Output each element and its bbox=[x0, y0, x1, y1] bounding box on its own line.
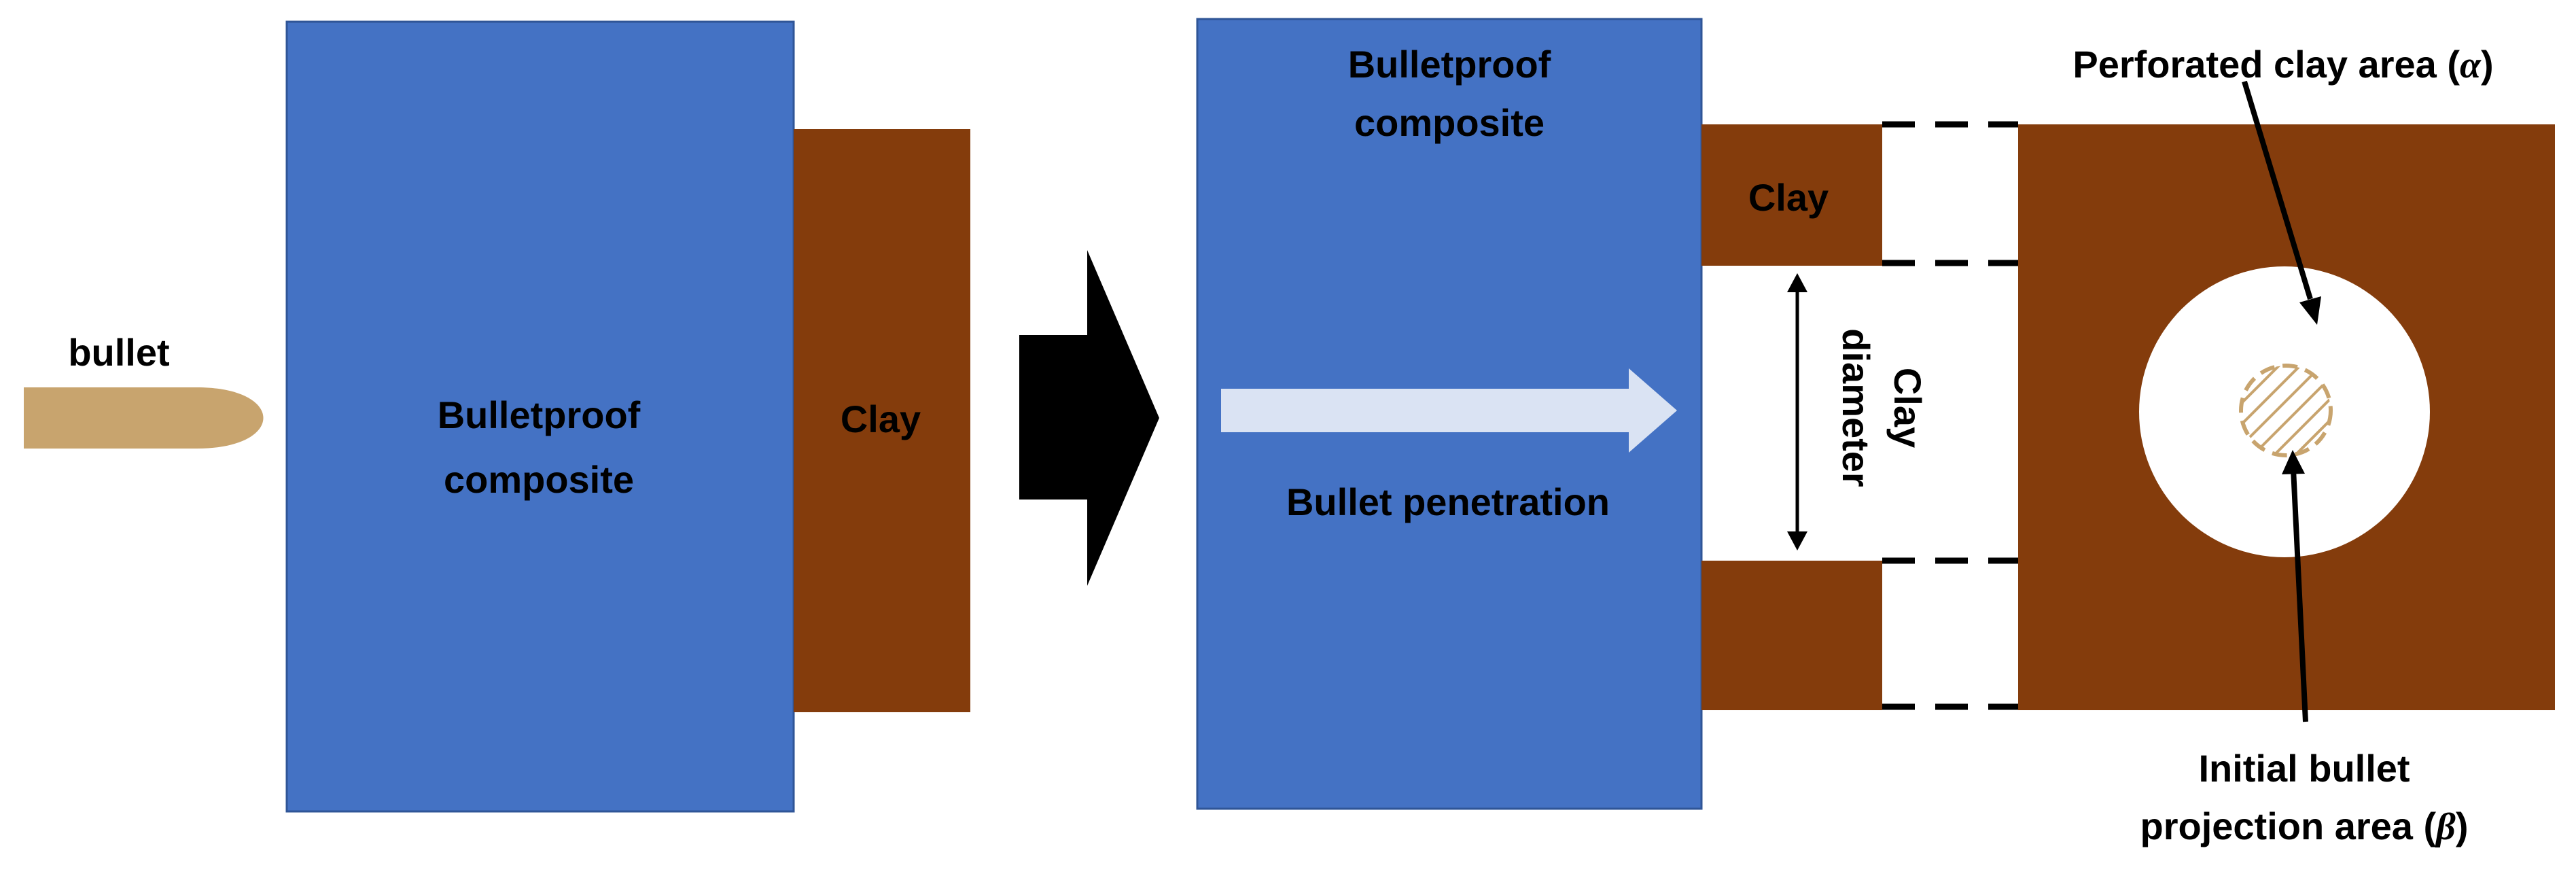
clay-diameter-arrow bbox=[1787, 273, 1807, 550]
composite-left-label-line2: composite bbox=[444, 458, 634, 501]
beta-symbol: β bbox=[2435, 806, 2456, 848]
composite-right-label-line1: Bulletproof bbox=[1348, 43, 1551, 86]
composite-left-label-line1: Bulletproof bbox=[438, 393, 641, 436]
composite-right-label-line2: composite bbox=[1354, 101, 1545, 144]
beta-pointer-arrow bbox=[2282, 450, 2308, 722]
alpha-pointer-arrow bbox=[2242, 80, 2321, 325]
bullet-projection-area bbox=[2239, 364, 2333, 457]
clay-block-right-bottom bbox=[1701, 561, 1882, 710]
projection-area-label-line2: projection area (β) bbox=[2140, 805, 2468, 848]
clay-block-left bbox=[794, 129, 970, 712]
alpha-symbol: α bbox=[2460, 44, 2482, 86]
bullet-label: bullet bbox=[68, 331, 169, 374]
initial-bullet-label-line1: Initial bullet bbox=[2198, 747, 2410, 790]
transition-arrow bbox=[1019, 250, 1159, 586]
clay-diameter-label-line1: Clay bbox=[1886, 368, 1929, 448]
clay-diameter-label-line2: diameter bbox=[1835, 328, 1877, 487]
clay-block-right-top bbox=[1701, 124, 1882, 266]
composite-block-left bbox=[285, 20, 795, 813]
perforated-clay-area-label: Perforated clay area (α) bbox=[2072, 43, 2493, 86]
clay-right-label: Clay bbox=[1748, 176, 1829, 219]
bullet-penetration-label: Bullet penetration bbox=[1286, 480, 1610, 523]
clay-left-label: Clay bbox=[841, 398, 921, 440]
penetration-arrow bbox=[1221, 368, 1677, 453]
bullet-shape bbox=[24, 387, 264, 449]
